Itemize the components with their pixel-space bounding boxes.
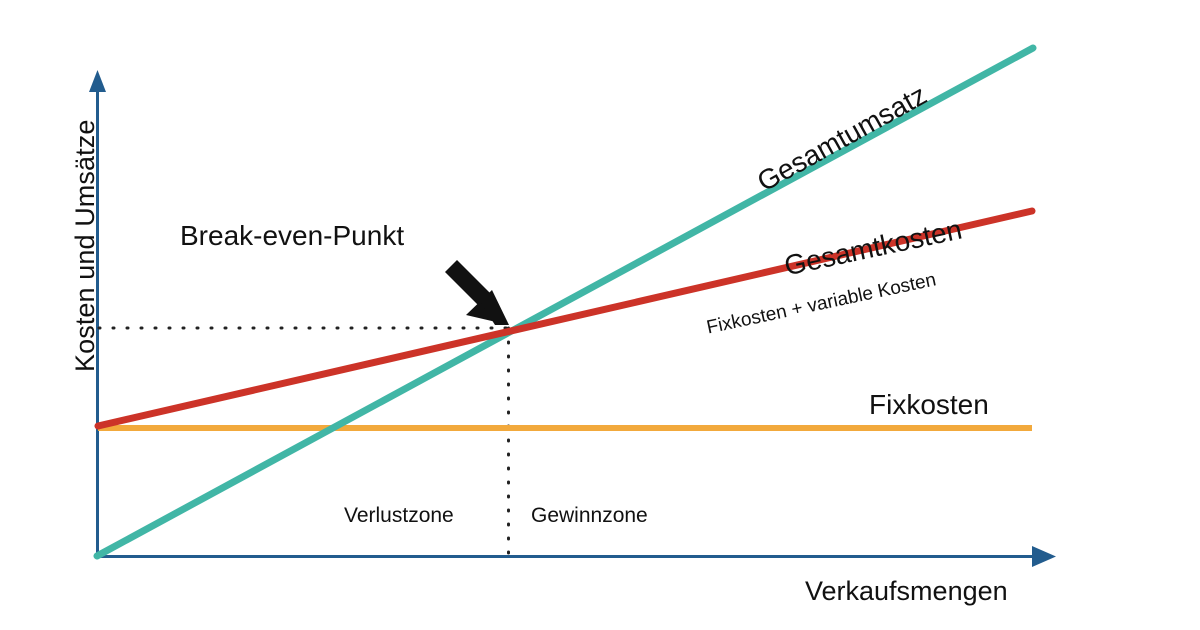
loss-zone-label: Verlustzone <box>344 504 454 527</box>
y-axis-label: Kosten und Umsätze <box>70 119 100 372</box>
total-cost-line <box>94 207 1036 430</box>
x-axis <box>97 546 1056 567</box>
break-even-arrow-icon <box>444 259 509 325</box>
break-even-point-label: Break-even-Punkt <box>180 220 405 251</box>
total-revenue-line <box>93 44 1037 560</box>
x-axis-label: Verkaufsmengen <box>805 576 1008 606</box>
profit-zone-label: Gewinnzone <box>531 504 648 527</box>
y-axis <box>89 70 106 556</box>
fixed-cost-label: Fixkosten <box>869 389 989 420</box>
